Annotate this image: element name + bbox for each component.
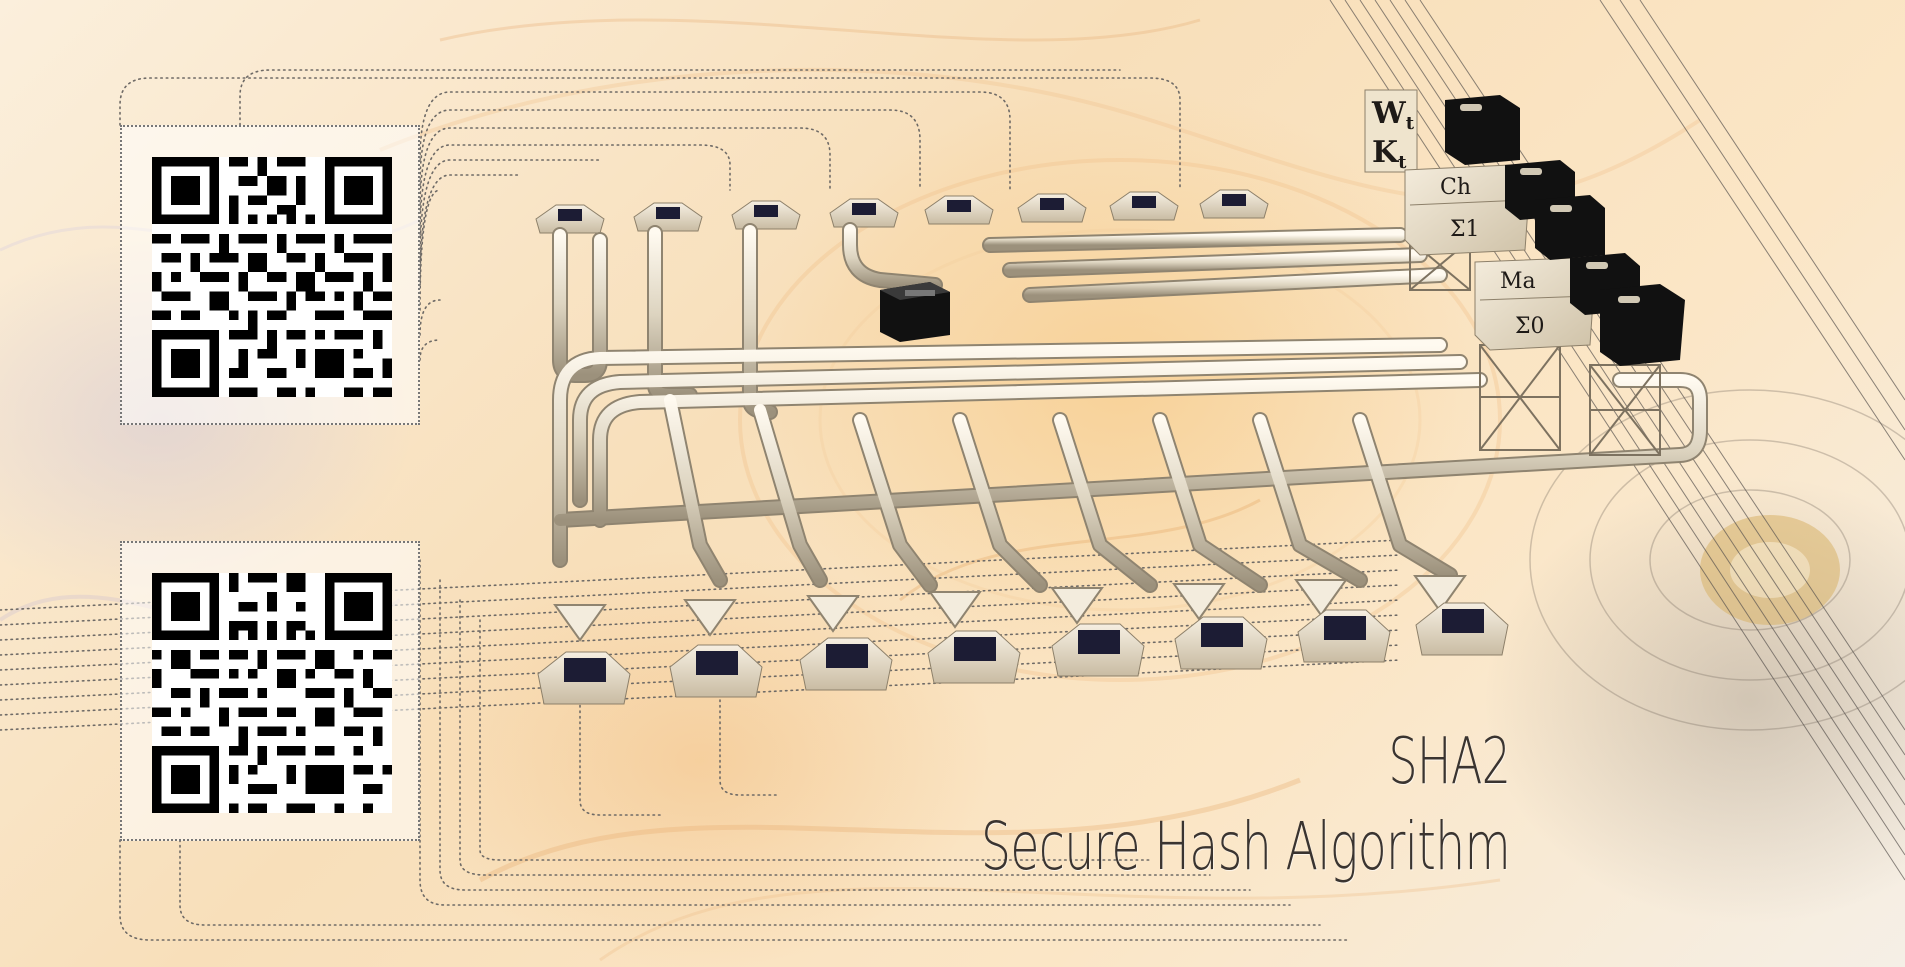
qr-code-top-icon [152,157,392,397]
qr-code-top[interactable] [120,125,420,425]
dotted-circuit-traces [0,69,1401,941]
sigma1-label: Σ1 [1450,217,1480,242]
subtitle: Secure Hash Algorithm [980,808,1511,885]
w-sub-label: t [1406,113,1415,134]
ma-label: Ma [1500,269,1536,294]
ch-label: Ch [1440,175,1471,200]
arrow-heads [553,575,1467,642]
bottom-register-pads [537,602,1509,705]
compression-module-tower: Wt Kt Ch Σ1 Ma Σ0 [1364,89,1685,456]
k-sub-label: t [1398,152,1407,173]
svg-text:Kt: Kt [1372,135,1407,173]
qr-code-bottom[interactable] [120,541,420,841]
svg-text:Wt: Wt [1371,96,1415,134]
adder-chip-icon [880,282,950,342]
sigma0-label: Σ0 [1515,314,1545,339]
w-label: W [1371,96,1407,131]
pipe-network [552,222,1708,593]
coin-watermark-icon [1700,515,1840,625]
top-register-pads [535,189,1269,234]
title: SHA2 [1388,725,1511,799]
qr-code-bottom-icon [152,573,392,813]
wk-input-card [1364,89,1418,173]
k-label: K [1372,135,1399,170]
